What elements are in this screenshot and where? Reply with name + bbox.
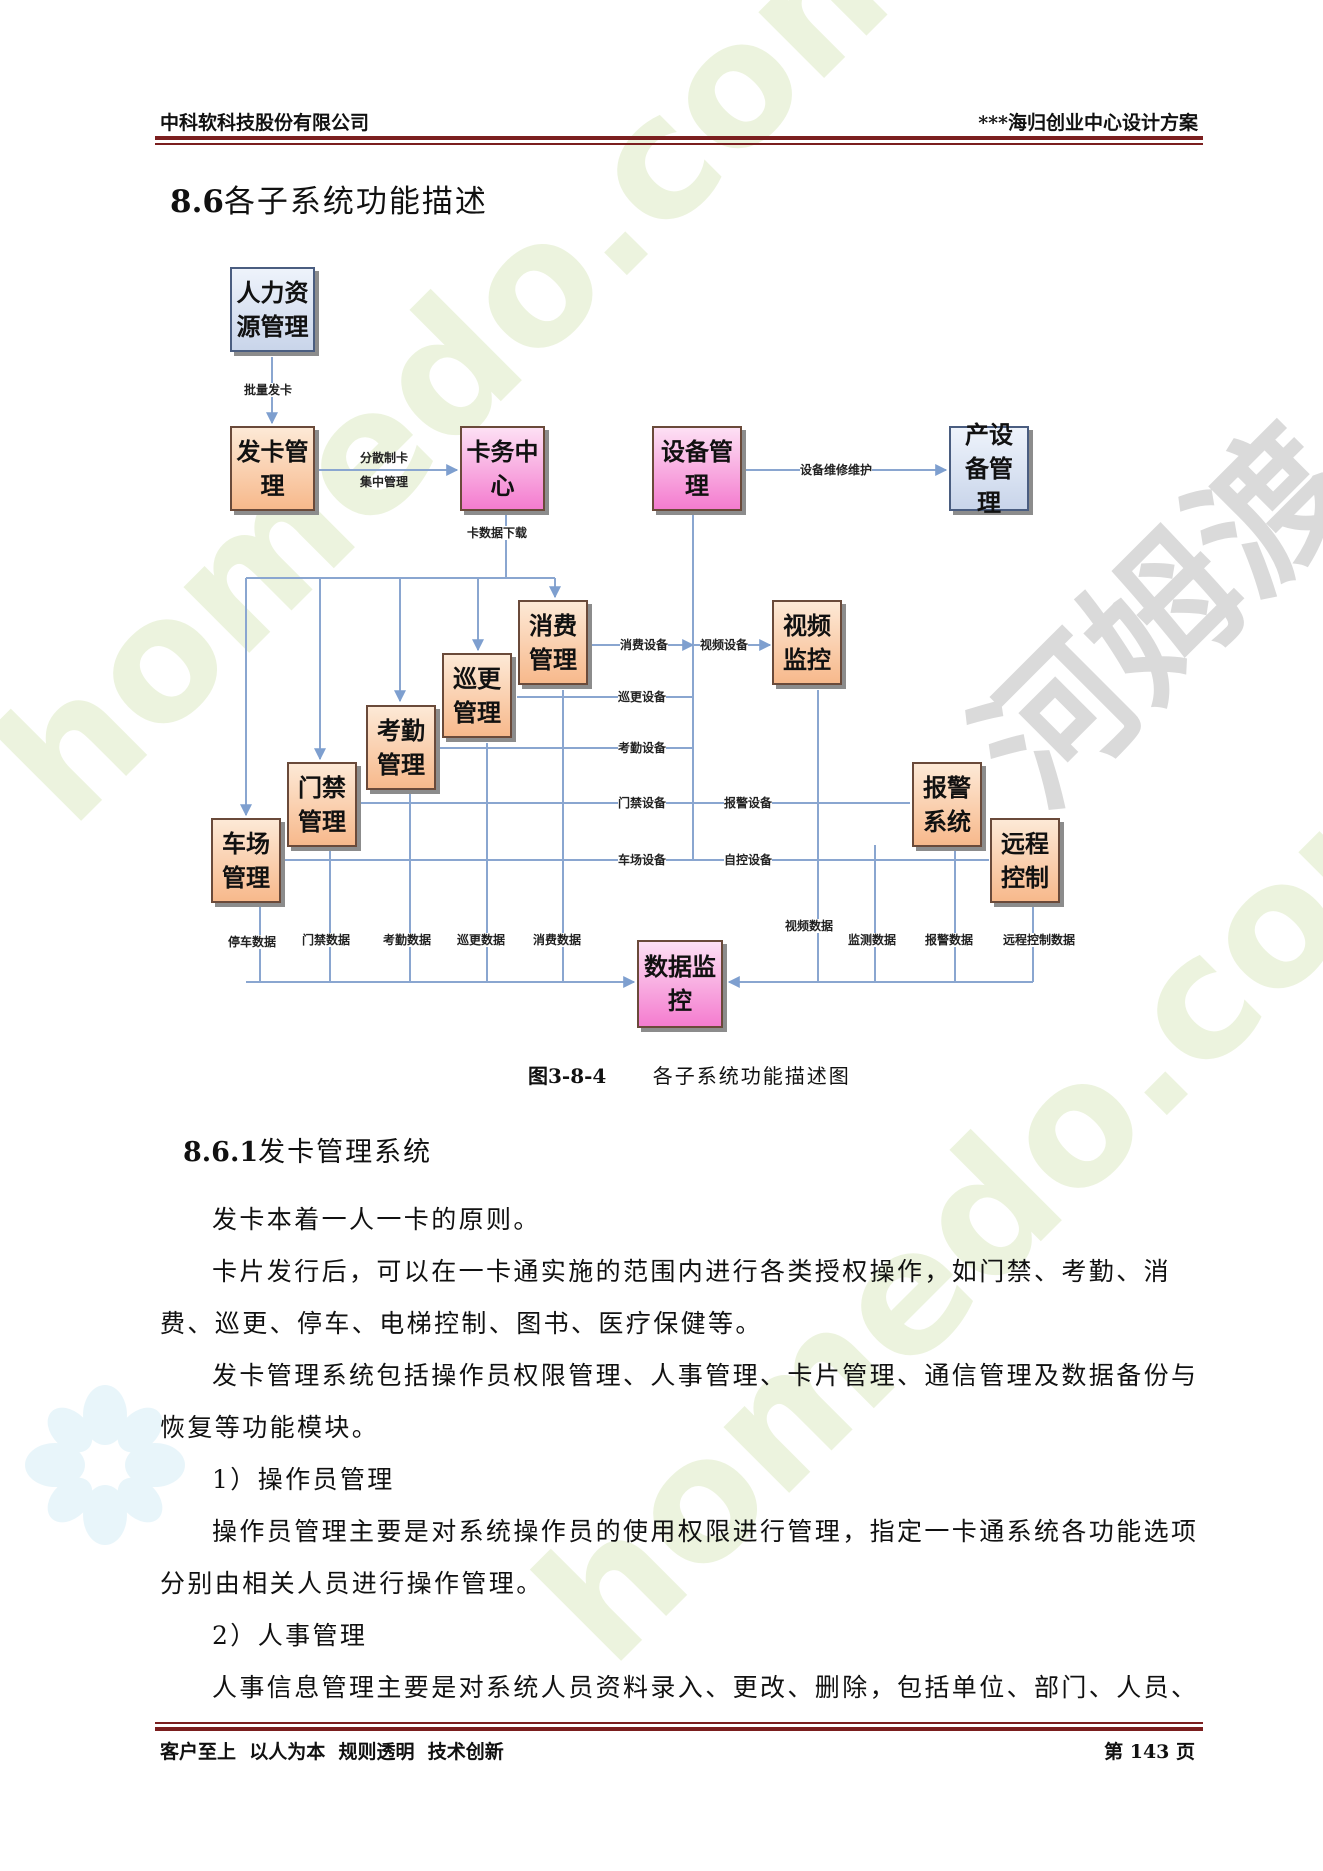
box-alarm-system: 报警系统 <box>912 762 982 847</box>
label-access-data: 门禁数据 <box>302 933 351 947</box>
header-rule-thin <box>155 143 1203 145</box>
label-card-download: 卡数据下载 <box>467 526 528 540</box>
subsection-number: 8.6.1 <box>183 1137 259 1168</box>
subsection-title: 发卡管理系统 <box>258 1137 433 1168</box>
box-attendance-management: 考勤管理 <box>366 705 436 790</box>
box-hr-management: 人力资源管理 <box>230 267 315 352</box>
label-auto-device: 自控设备 <box>724 853 773 867</box>
footer-motto: 客户至上 以人为本 规则透明 技术创新 <box>160 1741 504 1763</box>
label-centralized: 集中管理 <box>360 475 409 489</box>
box-consume-management: 消费管理 <box>518 600 588 685</box>
box-card-issue: 发卡管理 <box>230 426 315 511</box>
box-remote-control: 远程控制 <box>990 818 1060 903</box>
list-item-operator: 1）操作员管理 <box>212 1465 395 1494</box>
box-card-center: 卡务中心 <box>460 426 545 511</box>
section-number: 8.6 <box>170 184 224 220</box>
list-item-personnel: 2）人事管理 <box>212 1621 368 1650</box>
figure-caption-title: 各子系统功能描述图 <box>652 1064 851 1088</box>
label-attendance-device: 考勤设备 <box>618 741 667 755</box>
paragraph-line-1: 发卡本着一人一卡的原则。 <box>212 1205 541 1234</box>
paragraph-line-8: 分别由相关人员进行操作管理。 <box>160 1569 544 1598</box>
box-access-management: 门禁管理 <box>287 762 357 847</box>
header-project: ***海归创业中心设计方案 <box>978 112 1198 134</box>
paragraph-line-10: 人事信息管理主要是对系统人员资料录入、更改、删除，包括单位、部门、人员、 <box>212 1673 1199 1702</box>
box-patrol-management: 巡更管理 <box>442 653 512 738</box>
label-remote-data: 远程控制数据 <box>1003 933 1076 947</box>
paragraph-line-5: 恢复等功能模块。 <box>160 1413 380 1442</box>
subsection-heading: 8.6.1发卡管理系统 <box>183 1130 432 1169</box>
label-patrol-device: 巡更设备 <box>618 690 667 704</box>
label-alarm-device: 报警设备 <box>724 796 773 810</box>
paragraph-line-7: 操作员管理主要是对系统操作员的使用权限进行管理，指定一卡通系统各功能选项 <box>212 1517 1199 1546</box>
footer-rule-thick <box>155 1727 1203 1731</box>
box-parking-management: 车场管理 <box>211 818 281 903</box>
label-parking-data: 停车数据 <box>228 935 277 949</box>
watermark-flower-icon <box>20 1380 190 1550</box>
section-title: 各子系统功能描述 <box>223 184 488 220</box>
label-patrol-data: 巡更数据 <box>457 933 506 947</box>
footer-rule-thin <box>155 1722 1203 1724</box>
label-batch-issue: 批量发卡 <box>244 383 293 397</box>
box-property-equipment: 产设备管理 <box>949 420 1029 517</box>
label-video-data: 视频数据 <box>785 919 834 933</box>
label-consume-data: 消费数据 <box>533 933 582 947</box>
header-rule-thick <box>155 136 1203 140</box>
paragraph-line-2: 卡片发行后，可以在一卡通实施的范围内进行各类授权操作，如门禁、考勤、消 <box>212 1257 1172 1286</box>
paragraph-line-3: 费、巡更、停车、电梯控制、图书、医疗保健等。 <box>160 1309 763 1338</box>
label-alarm-data: 报警数据 <box>925 933 974 947</box>
label-attendance-data: 考勤数据 <box>383 933 432 947</box>
label-access-device: 门禁设备 <box>618 796 667 810</box>
label-consume-device: 消费设备 <box>620 638 669 652</box>
footer-page-number: 第 143 页 <box>1104 1741 1195 1763</box>
figure-caption-number: 图3-8-4 <box>528 1064 607 1088</box>
label-distributed-card: 分散制卡 <box>360 451 409 465</box>
label-monitor-data: 监测数据 <box>848 933 897 947</box>
box-data-monitoring: 数据监控 <box>637 940 723 1028</box>
section-heading: 8.6各子系统功能描述 <box>170 176 488 221</box>
figure-caption: 图3-8-4 各子系统功能描述图 <box>528 1060 851 1089</box>
label-maintenance: 设备维修维护 <box>800 463 873 477</box>
paragraph-line-4: 发卡管理系统包括操作员权限管理、人事管理、卡片管理、通信管理及数据备份与 <box>212 1361 1199 1390</box>
box-equipment-management: 设备管理 <box>652 426 742 511</box>
header-company: 中科软科技股份有限公司 <box>160 112 370 134</box>
label-video-device: 视频设备 <box>700 638 749 652</box>
label-parking-device: 车场设备 <box>618 853 667 867</box>
box-video-monitoring: 视频监控 <box>772 600 842 685</box>
